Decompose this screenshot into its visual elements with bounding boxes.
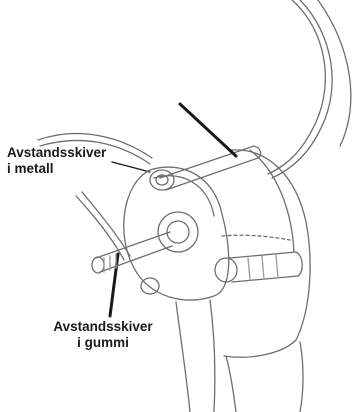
centre-hub (158, 212, 198, 252)
pointer-lines (110, 104, 236, 316)
upper-cords (268, 0, 351, 178)
metal-spacer-label-line1: Avstandsskiver (7, 145, 106, 161)
rubber-spacer-label-line2: i gummi (38, 335, 168, 351)
rotor-drum (222, 150, 310, 357)
upper-rod (160, 146, 261, 190)
rubber-spacer-label: Avstandsskiver i gummi (38, 319, 168, 351)
main-axle (92, 232, 172, 273)
lower-cords (176, 300, 303, 412)
rubber-spacer (141, 278, 159, 294)
metal-spacer (150, 170, 174, 190)
metal-spacer-label: Avstandsskiver i metall (7, 145, 106, 177)
metal-spacer-label-line2: i metall (7, 161, 106, 177)
rubber-spacer-label-line1: Avstandsskiver (38, 319, 168, 335)
